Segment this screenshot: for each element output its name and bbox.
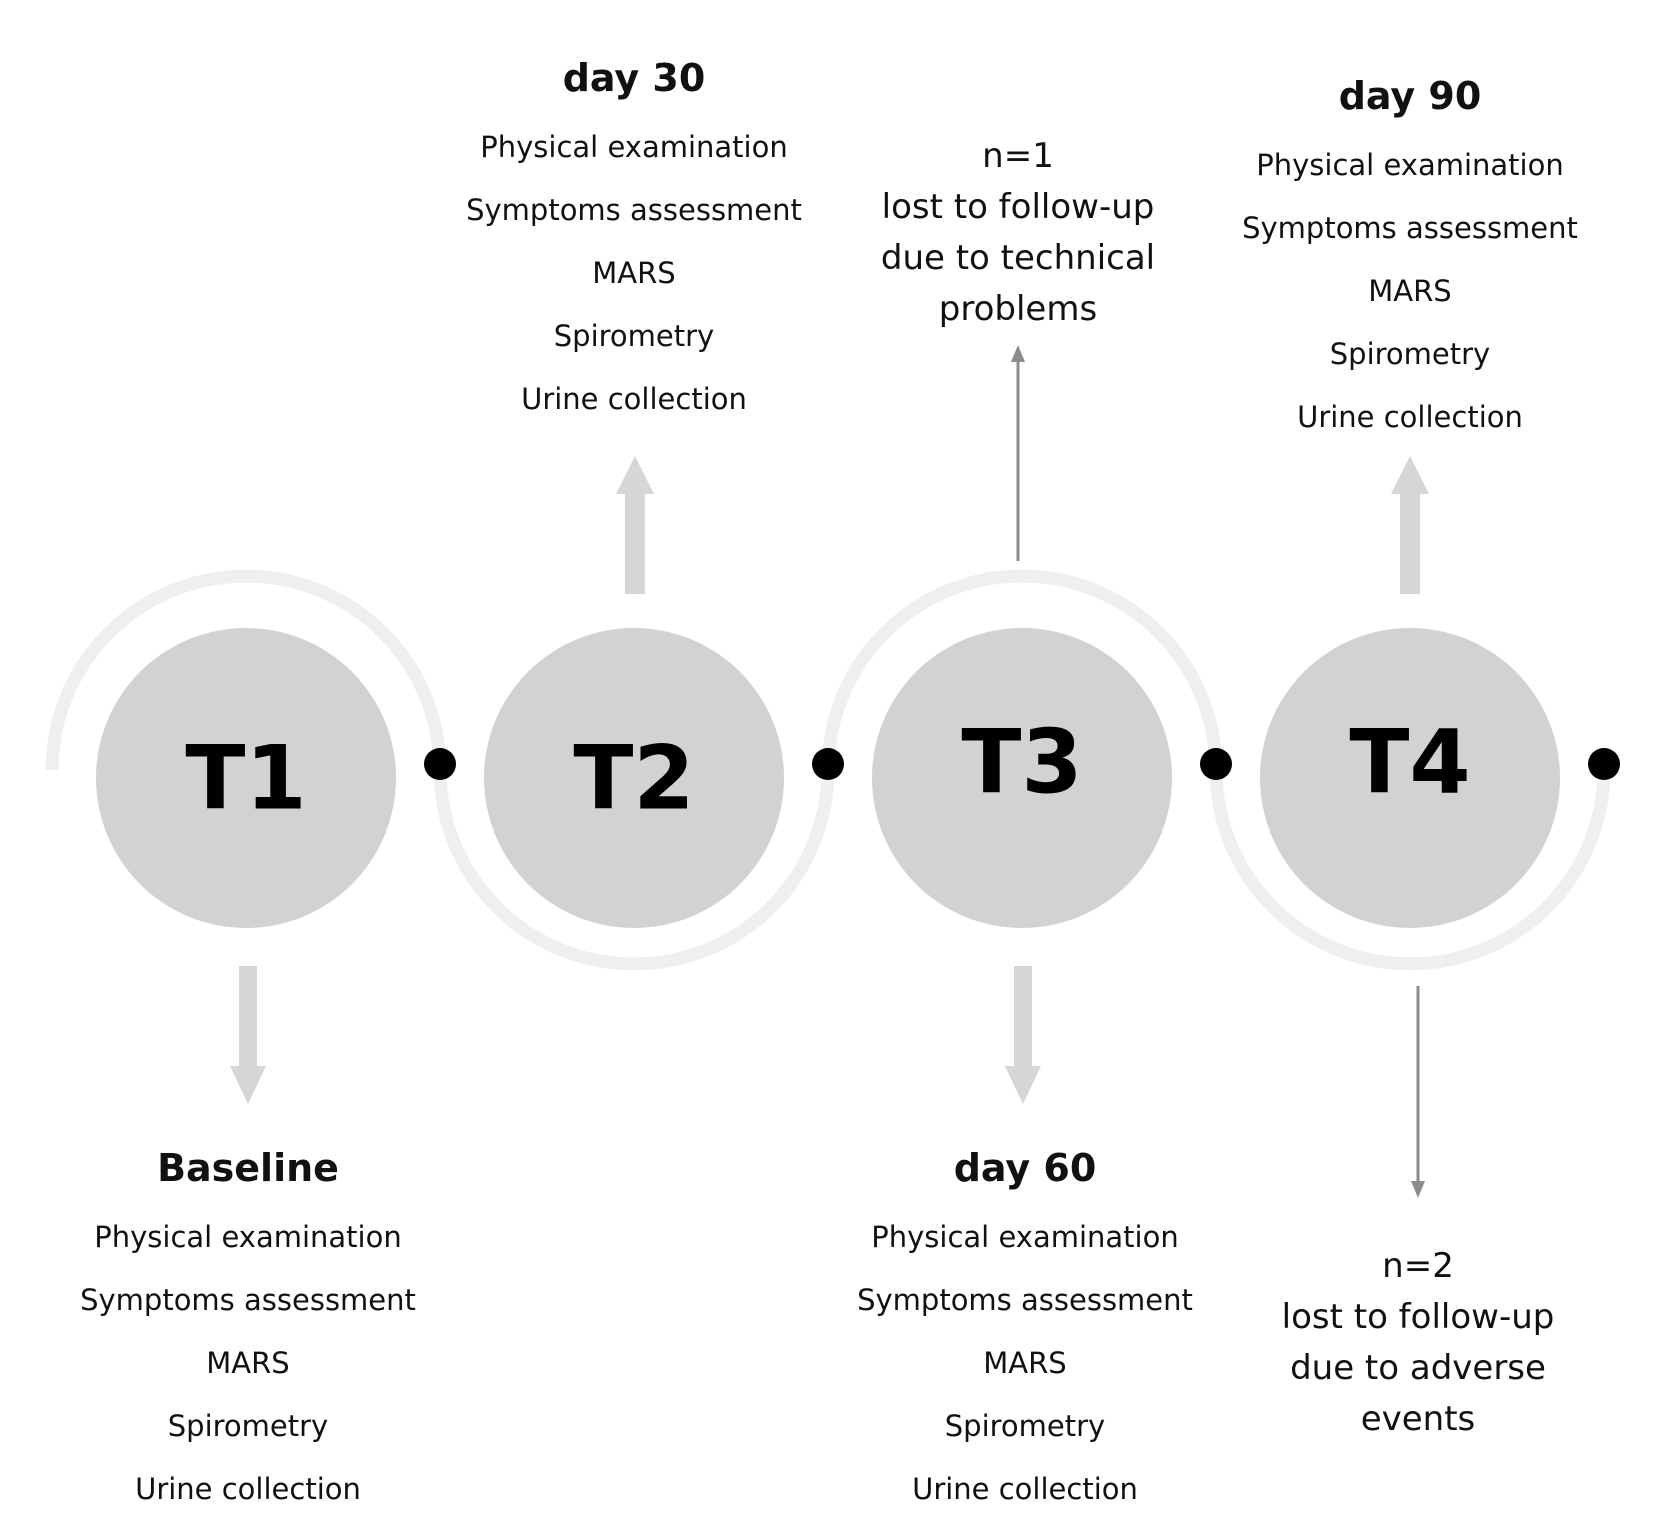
assessment-item: Symptoms assessment [857, 1283, 1193, 1317]
ring-arc-t2 [433, 769, 835, 971]
timepoint-circle-t1 [96, 628, 396, 928]
timeline-dot [1200, 748, 1232, 780]
thin-arrow-t4-down [1411, 986, 1425, 1198]
loss-text-line: lost to follow-up [881, 187, 1155, 227]
loss-note-adverse: n=2 lost to follow-up due to adverse eve… [1282, 1241, 1555, 1445]
ring-arc-t4 [1209, 769, 1611, 971]
loss-count: n=1 [982, 136, 1054, 176]
timeline-dot [1588, 748, 1620, 780]
loss-count: n=2 [1382, 1246, 1454, 1286]
arrow-t4-up [1391, 456, 1429, 594]
assessment-item: MARS [592, 256, 676, 290]
assessment-item: Spirometry [1329, 337, 1491, 371]
timeline-dot [812, 748, 844, 780]
timepoint-label-t4: T4 [1349, 710, 1471, 814]
assessment-item: Urine collection [521, 382, 747, 416]
assessment-item: Urine collection [135, 1472, 361, 1506]
ring-arc-t1 [45, 569, 447, 771]
timepoint-heading: Baseline [157, 1146, 339, 1190]
loss-text-line: due to technical [880, 238, 1156, 278]
timepoint-label-t1: T1 [185, 726, 307, 830]
assessment-item: Spirometry [944, 1409, 1106, 1443]
assessment-item: Symptoms assessment [80, 1283, 416, 1317]
timepoint-heading: day 60 [953, 1146, 1097, 1190]
assessment-item: Physical examination [1256, 148, 1564, 182]
timepoint-circle-t3 [872, 628, 1172, 928]
timepoint-block-t4: day 90 Physical examination Symptoms ass… [1242, 74, 1578, 449]
assessment-item: MARS [206, 1346, 290, 1380]
arrow-t3-down [1005, 966, 1041, 1104]
timepoint-label-t2: T2 [573, 726, 695, 830]
assessment-item: Symptoms assessment [1242, 211, 1578, 245]
assessment-item: Urine collection [1297, 400, 1523, 434]
arrow-t2-up [616, 456, 654, 594]
timeline-dot [424, 748, 456, 780]
assessment-item: Spirometry [167, 1409, 329, 1443]
assessment-item: Physical examination [480, 130, 788, 164]
timepoint-circle-t4 [1260, 628, 1560, 928]
timepoint-block-t2: day 30 Physical examination Symptoms ass… [466, 56, 802, 431]
loss-text-line: due to adverse [1290, 1348, 1546, 1388]
timepoint-heading: day 90 [1338, 74, 1482, 118]
ring-arc-t3 [821, 569, 1223, 771]
assessment-item: MARS [1368, 274, 1452, 308]
thin-arrow-t3-up [1011, 345, 1025, 561]
loss-text-line: lost to follow-up [1281, 1297, 1555, 1337]
assessment-item: MARS [983, 1346, 1067, 1380]
timepoint-heading: day 30 [562, 56, 706, 100]
assessment-item: Symptoms assessment [466, 193, 802, 227]
timepoint-circle-t2 [484, 628, 784, 928]
timepoint-block-t1: Baseline Physical examination Symptoms a… [80, 1146, 416, 1521]
loss-text-line: events [1360, 1399, 1476, 1439]
assessment-item: Urine collection [912, 1472, 1138, 1506]
assessment-item: Physical examination [871, 1220, 1179, 1254]
loss-note-technical: n=1 lost to follow-up due to technical p… [881, 131, 1155, 335]
arrow-t1-down [230, 966, 266, 1104]
assessment-item: Physical examination [94, 1220, 402, 1254]
timepoint-block-t3: day 60 Physical examination Symptoms ass… [857, 1146, 1193, 1521]
assessment-item: Spirometry [553, 319, 715, 353]
timepoint-label-t3: T3 [961, 710, 1083, 814]
loss-text-line: problems [938, 289, 1098, 329]
